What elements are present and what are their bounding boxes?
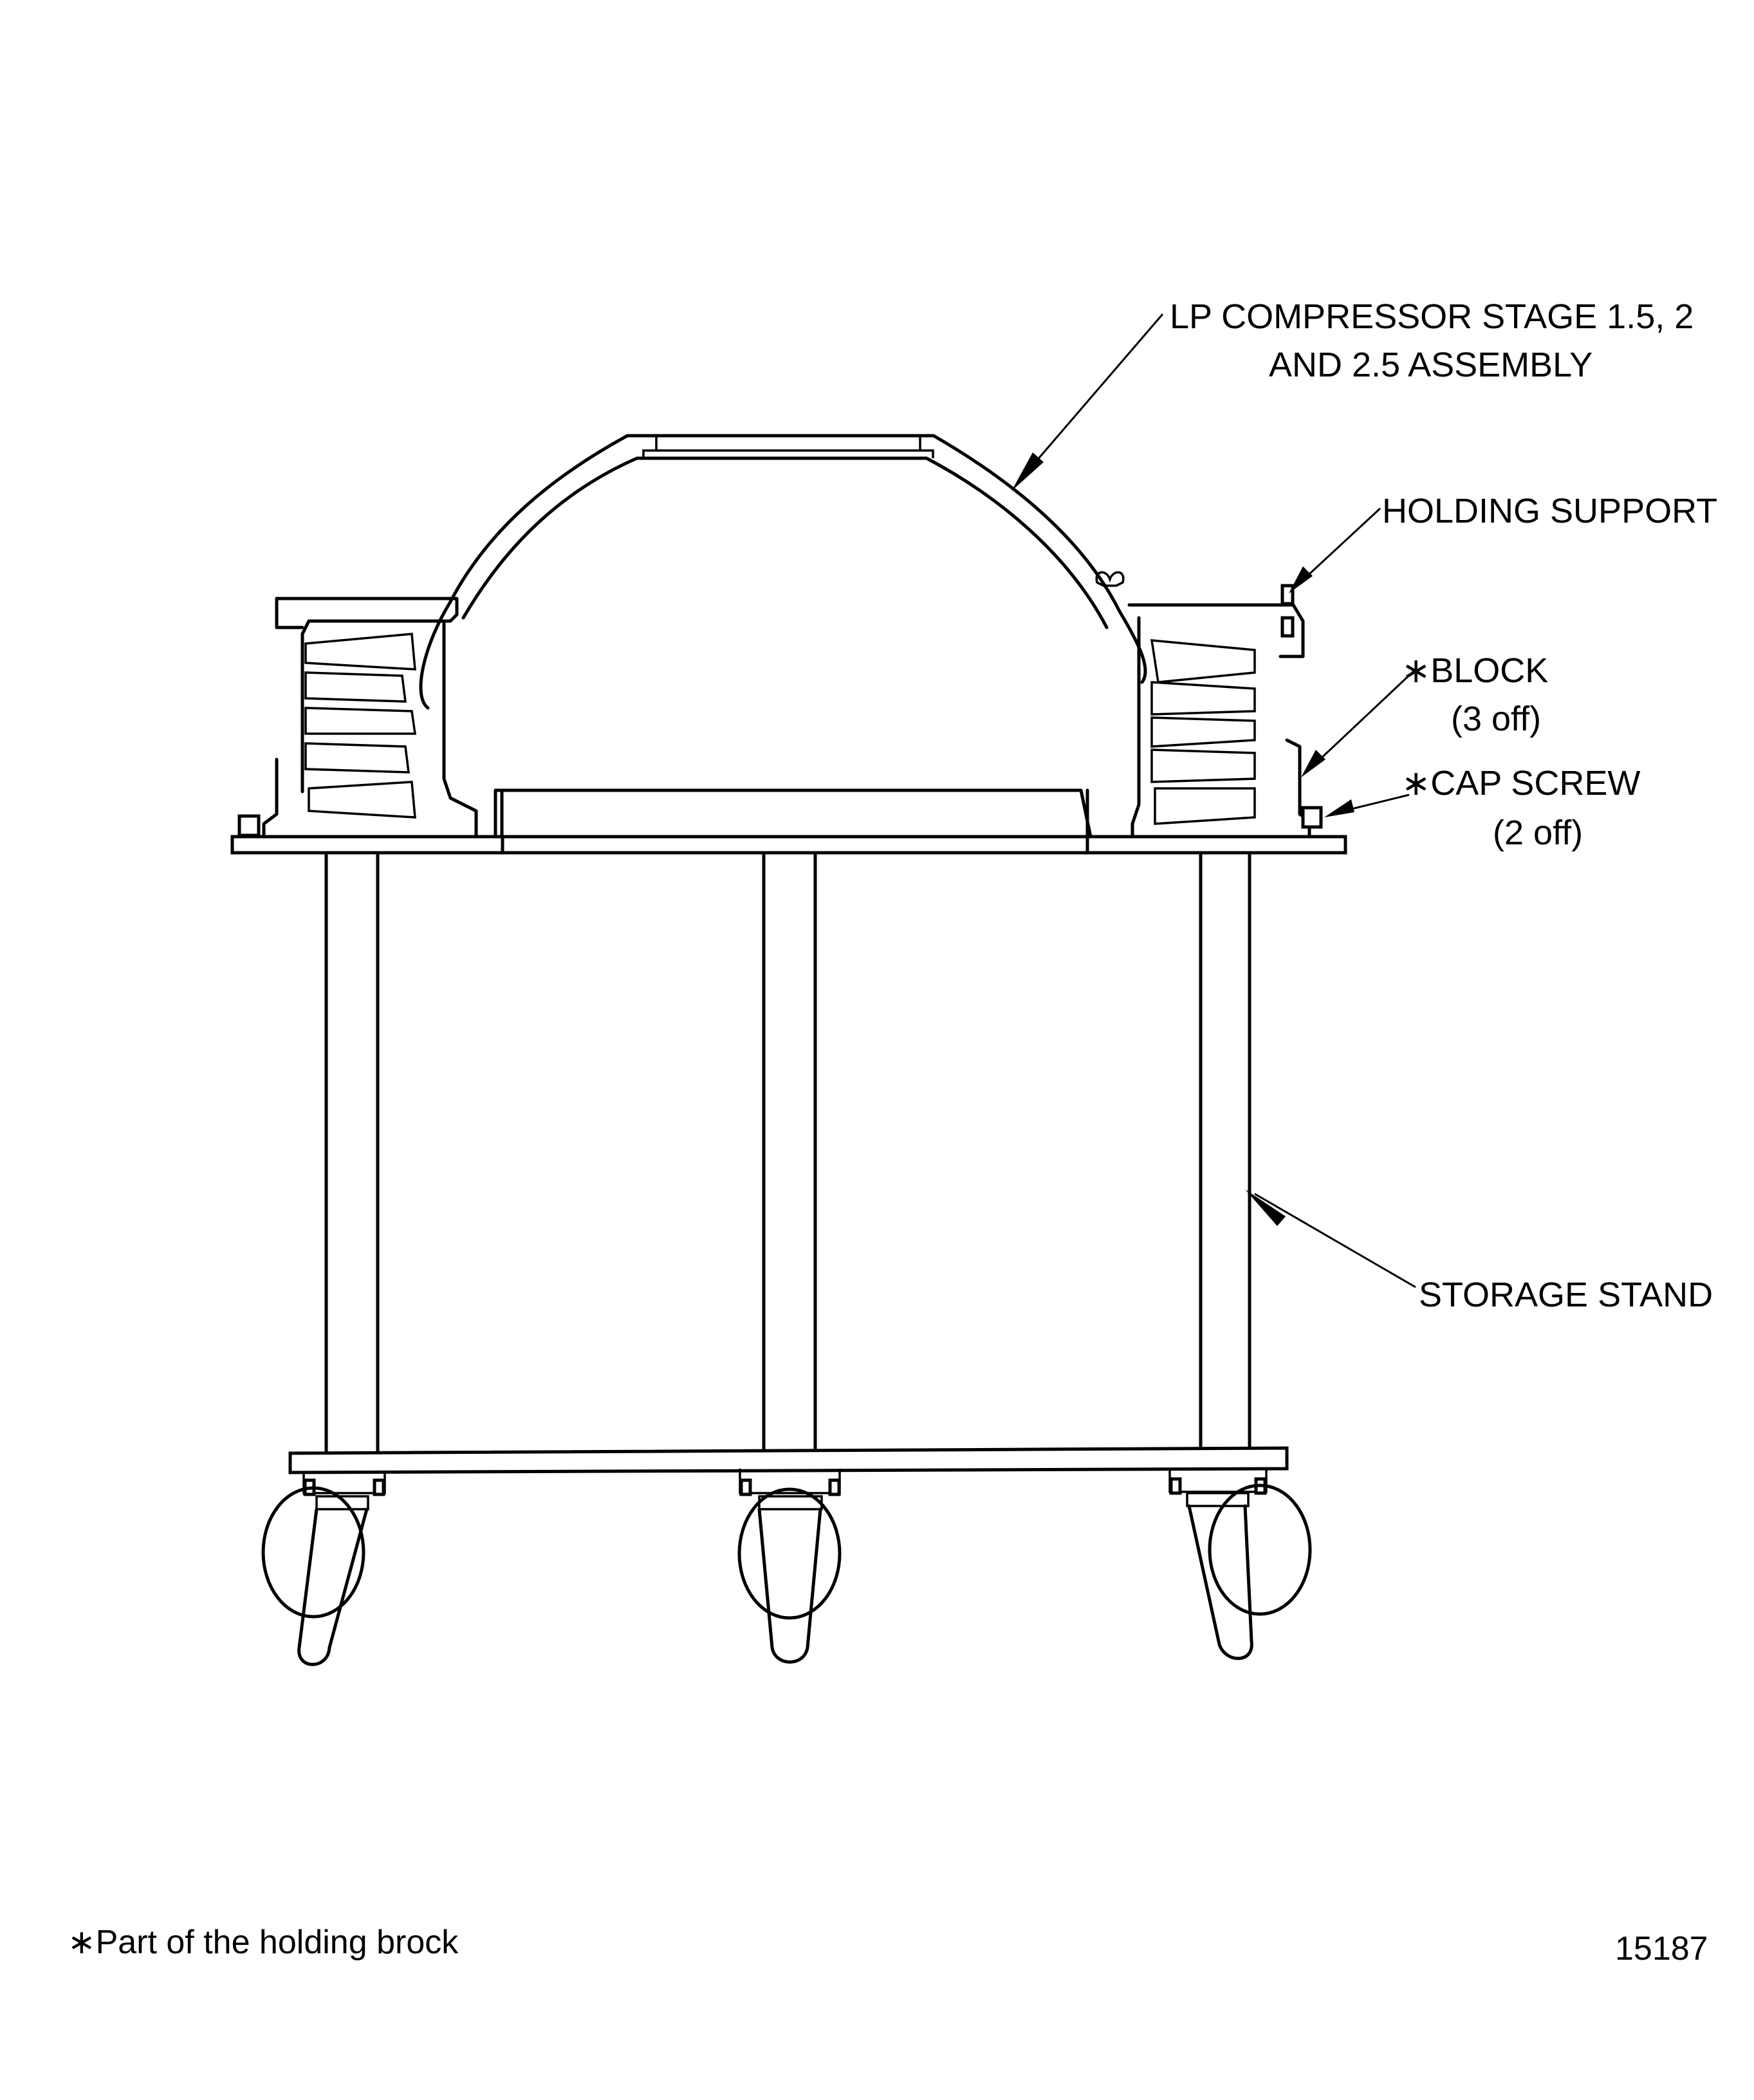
label-lp-compressor-line2: AND 2.5 ASSEMBLY	[1269, 346, 1592, 384]
stand-post-right	[1199, 851, 1251, 1455]
callout-holding-support: HOLDING SUPPORT	[1382, 492, 1717, 530]
callout-lp-compressor: LP COMPRESSOR STAGE 1.5, 2 AND 2.5 ASSEM…	[1170, 297, 1694, 384]
leader-lines	[1011, 313, 1417, 1288]
callout-storage-stand: STORAGE STAND	[1419, 1276, 1713, 1314]
label-holding-support: HOLDING SUPPORT	[1382, 492, 1717, 530]
caster-left	[261, 1473, 386, 1666]
label-cap-screw-quantity: (2 off)	[1493, 813, 1583, 852]
stand-bottom-plate	[288, 1446, 1289, 1474]
stand-post-middle	[762, 851, 817, 1455]
caster-right	[1168, 1469, 1312, 1660]
lp-compressor-assembly	[237, 434, 1323, 855]
label-cap-screw: ∗CAP SCREW	[1401, 764, 1640, 803]
label-storage-stand: STORAGE STAND	[1419, 1276, 1713, 1314]
caster-middle	[737, 1469, 842, 1664]
label-block: ∗BLOCK	[1401, 651, 1548, 690]
callout-block: ∗BLOCK (3 off)	[1401, 651, 1548, 738]
figure-number: 15187	[1615, 1930, 1708, 1967]
stand-post-left	[324, 851, 380, 1455]
footnote: ∗Part of the holding brock	[68, 1924, 459, 1961]
label-block-quantity: (3 off)	[1451, 700, 1541, 738]
storage-stand	[230, 835, 1347, 1666]
callout-cap-screw: ∗CAP SCREW (2 off)	[1401, 764, 1640, 852]
label-lp-compressor-line1: LP COMPRESSOR STAGE 1.5, 2	[1170, 297, 1694, 336]
